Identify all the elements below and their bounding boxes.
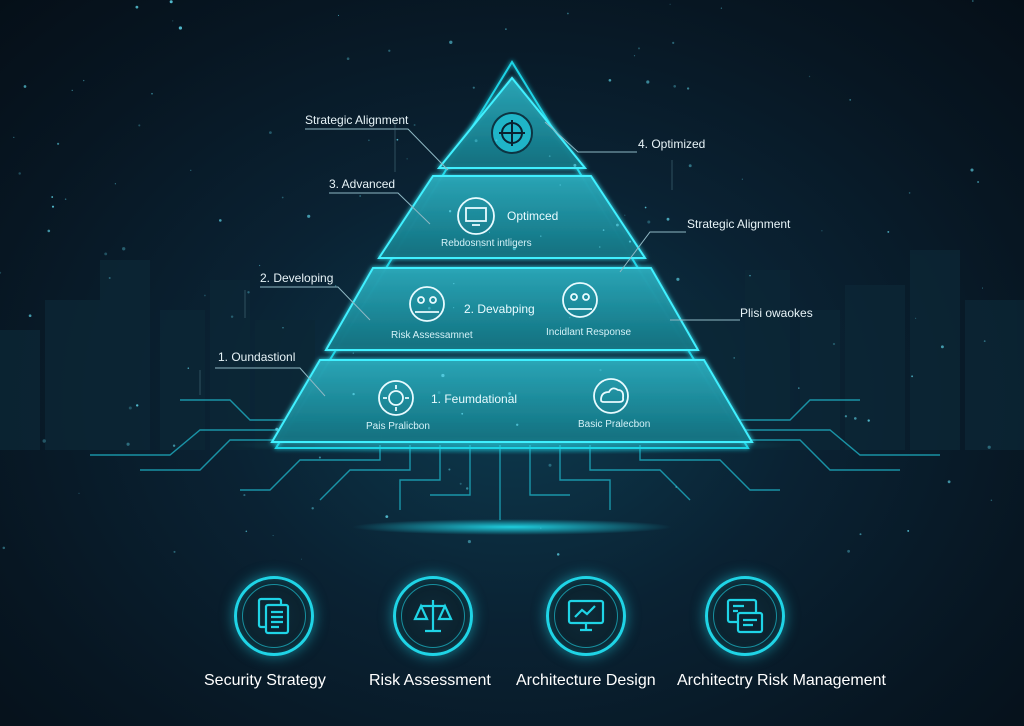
monitor-icon <box>457 197 495 235</box>
tier3-title: Optimced <box>507 209 559 223</box>
pyramid-tier-3 <box>377 175 647 259</box>
callout-advanced: 3. Advanced <box>329 177 396 191</box>
callout-optimized: 4. Optimized <box>638 137 706 151</box>
team-icon <box>562 282 598 318</box>
tier2-left-label: Risk Assessamnet <box>391 330 473 341</box>
callout-lines <box>215 121 740 397</box>
tier1-right-label: Basic Pralecbon <box>578 419 651 430</box>
users-icon <box>409 286 445 322</box>
category-risk-assessment: Risk Assessment <box>369 672 491 689</box>
category-security-strategy: Security Strategy <box>204 672 326 689</box>
category-architectry-risk-management: Architectry Risk Management <box>677 672 886 689</box>
gear-icon <box>378 380 414 416</box>
callout-foundational: 1. Oundastionl <box>218 350 296 364</box>
pyramid-tier-1 <box>270 359 754 443</box>
category-architecture-design: Architecture Design <box>516 672 656 689</box>
tier2-title: 2. Devabping <box>464 302 535 316</box>
tier2-right-label: Incidlant Response <box>546 327 632 338</box>
callout-pisi: Plisi owaokes <box>740 306 813 320</box>
dashboard-icon <box>705 576 785 656</box>
tier1-left-label: Pais Pralicbon <box>366 421 430 432</box>
tier3-subtitle: Rebdosnsnt intligers <box>441 238 532 249</box>
callout-strategic-alignment-right: Strategic Alignment <box>687 217 791 231</box>
monitor-chart-icon <box>546 576 626 656</box>
tier1-title: 1. Feumdational <box>431 392 518 406</box>
document-icon <box>234 576 314 656</box>
floor-glow <box>352 519 672 535</box>
callout-developing: 2. Developing <box>260 271 334 285</box>
callout-guides <box>199 120 673 395</box>
circuit-floor <box>90 399 940 520</box>
compass-icon <box>491 112 533 154</box>
scales-icon <box>393 576 473 656</box>
cloud-icon <box>593 378 629 414</box>
callout-strategic-alignment-left: Strategic Alignment <box>305 113 409 127</box>
